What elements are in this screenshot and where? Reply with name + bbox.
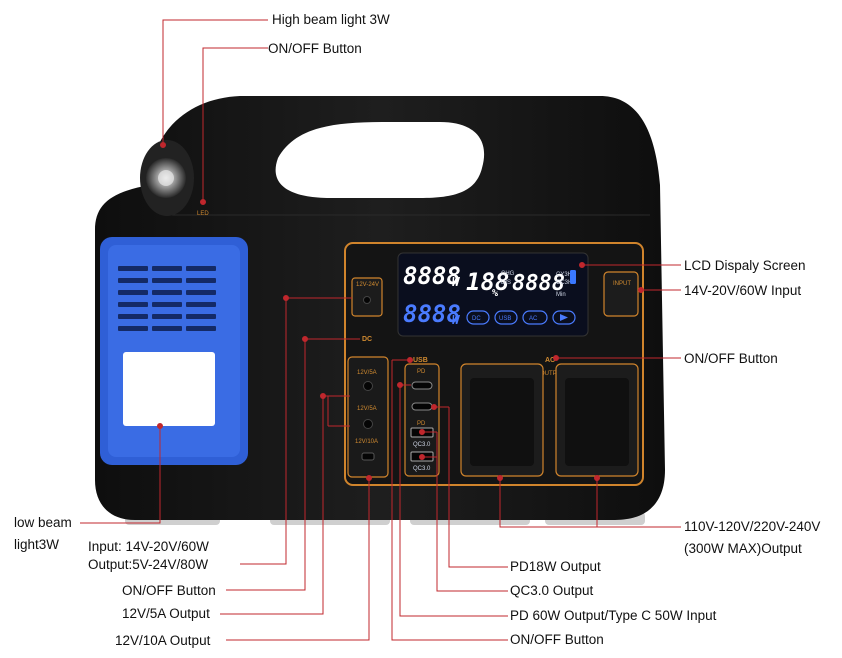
lcd-small-right-1: CY3H (556, 272, 572, 278)
lcd-bottom-left: 8888 (403, 300, 461, 328)
lcd-small-right-2: CC3H (556, 280, 572, 286)
label-dc-io-1: Input: 14V-20V/60W (88, 539, 209, 554)
usb-qc2-text: QC3.0 (413, 466, 431, 472)
lcd-screen: 8888 W 188 % CHG DIS 8888 CY3H CC3H Min … (397, 252, 589, 337)
label-on-off-top: ON/OFF Button (268, 41, 362, 56)
lcd-top-right: 8888 (512, 271, 565, 296)
usb-pd2-text: PD (417, 421, 426, 427)
label-low-beam-1: low beam (14, 515, 72, 530)
label-12v5a: 12V/5A Output (122, 606, 210, 621)
label-input-14v: 14V-20V/60W Input (684, 283, 802, 298)
dc-out-2-text: 12V/5A (357, 406, 377, 412)
label-qc30: QC3.0 Output (510, 583, 594, 598)
lcd-usb-icon: USB (494, 310, 518, 325)
usb-c-pd18-port[interactable] (411, 402, 433, 411)
lcd-small-left-1: CHG (501, 271, 515, 277)
label-ac-out-1: 110V-120V/220V-240V (684, 519, 821, 534)
lcd-top-left-unit: W (452, 275, 461, 289)
dc-input-text: 12V-24V (356, 282, 379, 288)
label-low-beam-2: light3W (14, 537, 60, 552)
input-14v-port[interactable] (603, 271, 639, 317)
usb-qc1-text: QC3.0 (413, 442, 431, 448)
dc-label: DC (362, 336, 372, 343)
usb-label: USB (413, 357, 428, 364)
dc-out-3-text: 12V/10A (355, 439, 378, 445)
lcd-percent-sign: % (492, 288, 498, 299)
label-high-beam: High beam light 3W (272, 12, 390, 27)
lcd-light-icon (552, 310, 576, 325)
lcd-small-left-2: DIS (501, 280, 511, 286)
lcd-top-left: 8888 (403, 262, 461, 290)
low-beam-light (123, 352, 215, 426)
lcd-top-right-unit: Min (556, 292, 566, 298)
dc-out-2-port[interactable] (363, 419, 373, 429)
label-pd60: PD 60W Output/Type C 50W Input (510, 608, 717, 623)
lcd-ac-icon: AC (522, 310, 548, 325)
usb-pd-text: PD (417, 369, 426, 375)
label-lcd: LCD Dispaly Screen (684, 258, 806, 273)
label-12v10a: 12V/10A Output (115, 633, 211, 648)
label-on-off-dc: ON/OFF Button (122, 583, 216, 598)
label-ac-out-2: (300W MAX)Output (684, 541, 802, 556)
label-on-off-ac: ON/OFF Button (684, 351, 778, 366)
dc-out-3-port[interactable] (361, 452, 375, 461)
svg-text:DC: DC (472, 316, 481, 322)
svg-text:USB: USB (499, 316, 511, 322)
vent-grille (118, 266, 216, 331)
ac-label: AC (545, 357, 555, 364)
dc-out-1-port[interactable] (363, 381, 373, 391)
input-port-text: INPUT (613, 281, 631, 287)
dc-input-port[interactable] (363, 296, 371, 304)
flashlight-icon (140, 140, 194, 216)
lcd-dc-icon: DC (466, 310, 490, 325)
lcd-battery-icon (570, 270, 576, 284)
lcd-percent: 188 (466, 268, 509, 296)
svg-text:AC: AC (529, 316, 538, 322)
lcd-bottom-left-unit: W (452, 313, 461, 327)
led-label: LED (197, 211, 209, 217)
label-dc-io-2: Output:5V-24V/80W (88, 557, 209, 572)
leader-lines (80, 19, 681, 641)
low-beam-panel (100, 237, 248, 465)
ac-output-text: OUTPUT (540, 371, 565, 377)
label-pd18: PD18W Output (510, 559, 601, 574)
label-on-off-usb: ON/OFF Button (510, 632, 604, 647)
usb-c-pd60-port[interactable] (411, 381, 433, 390)
dc-out-1-text: 12V/5A (357, 370, 377, 376)
